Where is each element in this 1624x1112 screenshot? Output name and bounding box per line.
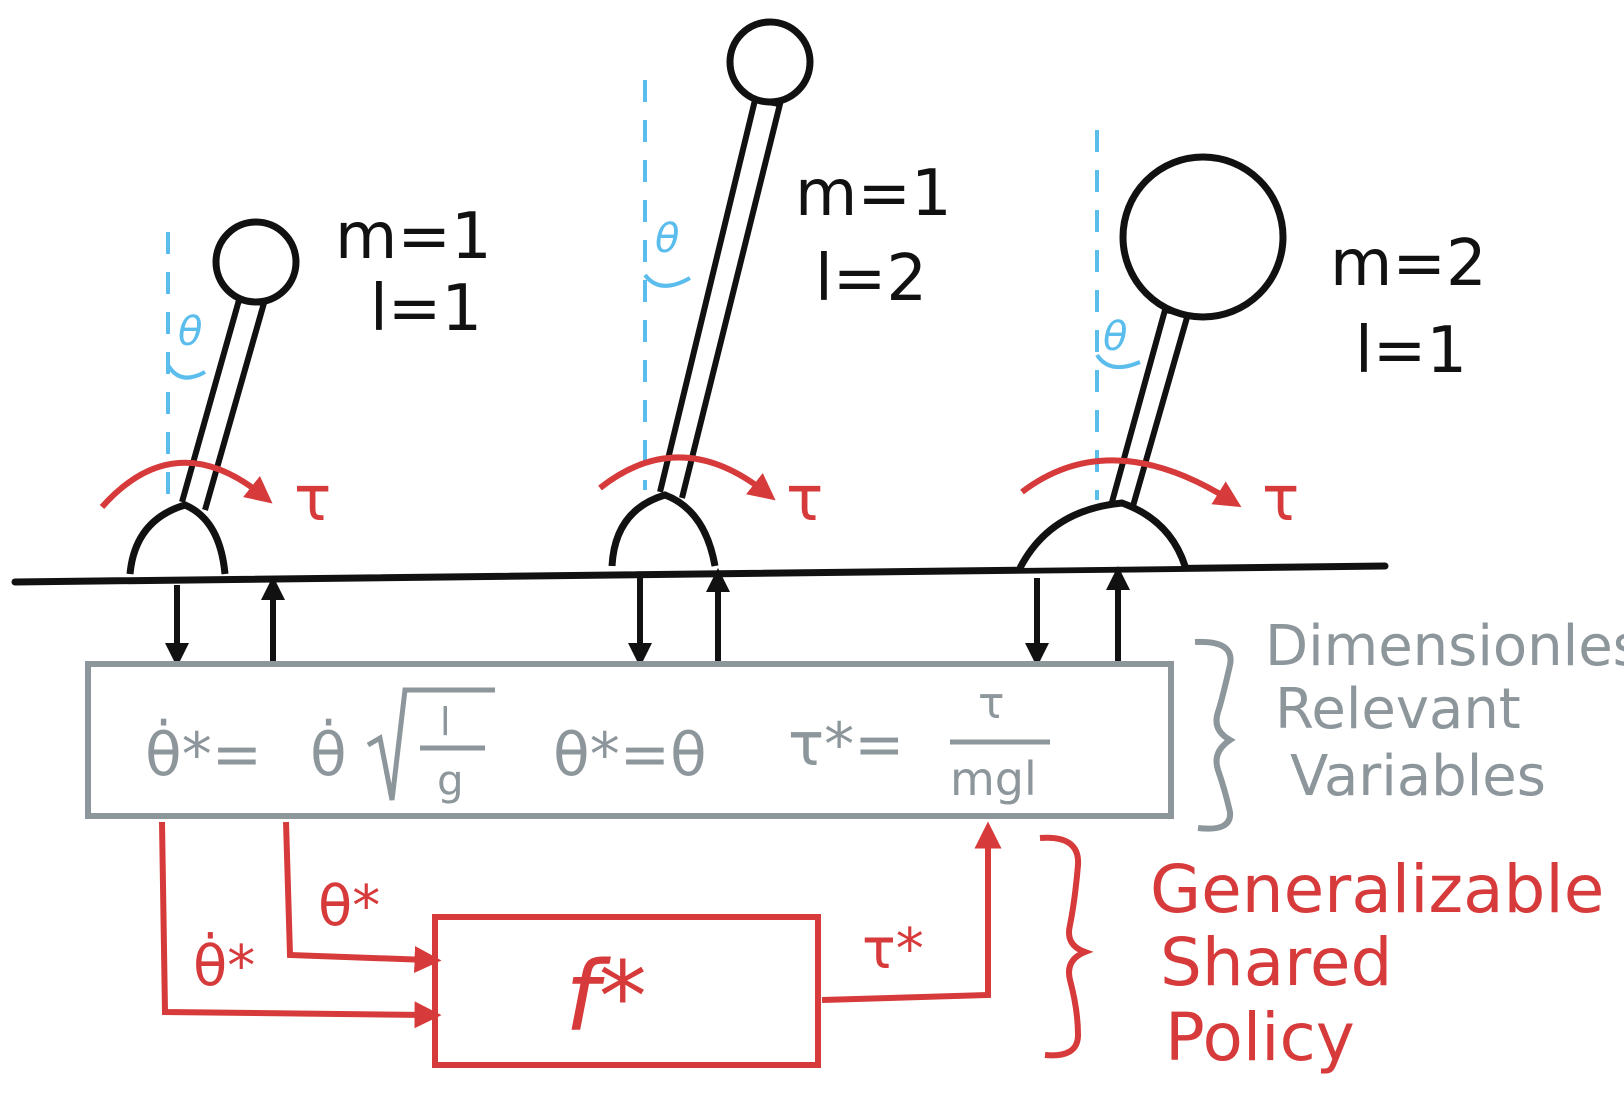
length-label-2: l=2 [815,242,927,316]
red-curly-brace [1039,834,1094,1059]
policy-caption-line-1: Generalizable [1150,851,1604,928]
pendulum-2: θ τ m=1 l=2 [598,18,952,567]
input-theta-label: θ* [318,874,380,939]
eq-theta: θ*=θ [553,720,707,790]
sqrt-numerator: l [440,700,451,744]
bob-1 [212,218,300,306]
length-label-1: l=1 [370,272,482,346]
policy: f* θ̇* θ* τ* [159,821,1002,1068]
dimensionless-caption-line-1: Dimensionless [1265,614,1624,679]
dimensionless-caption-line-2: Relevant [1275,677,1521,742]
pendulum-3: θ τ m=2 l=1 [1016,130,1487,570]
eq-thetadot-rhs: θ̇ [310,718,347,790]
angle-arc-2 [643,273,691,288]
dimensionless-box: θ̇*= θ̇ l g θ*=θ τ*= τ mgl [85,661,1174,819]
length-label-3: l=1 [1355,314,1467,388]
pivot-2 [608,491,719,567]
rod-2 [657,96,784,499]
eq-tau-numerator: τ [978,678,1005,729]
torque-arrow-3 [1020,457,1242,508]
mass-label-1: m=1 [335,200,492,274]
gray-curly-brace [1194,638,1236,832]
angle-label-1: θ [178,309,202,355]
torque-label-3: τ [1262,462,1299,535]
angle-arc-1 [166,363,206,380]
input-thetadot-label: θ̇* [193,932,255,999]
mass-label-2: m=1 [795,157,952,231]
eq-tau-lhs: τ*= [788,710,904,780]
red-wire-thetadot [159,821,442,1029]
output-tau-label: τ* [862,917,924,982]
bob-3 [1119,153,1287,321]
policy-box [432,914,821,1068]
angle-label-3: θ [1103,314,1127,360]
torque-arrow-2 [598,454,776,501]
sqrt-sign [366,687,495,801]
io-arrows [165,566,1130,667]
pendulum-1: θ τ m=1 l=1 [99,200,492,575]
ground-line [11,562,1389,586]
pivot-3 [1016,499,1189,570]
eq-thetadot-lhs: θ̇*= [145,718,262,790]
policy-caption-line-2: Shared [1160,924,1392,1001]
red-wire-tau-out [821,821,1002,1003]
policy-box-label: f* [565,941,647,1053]
mass-label-3: m=2 [1330,227,1487,301]
angle-label-2: θ [655,216,679,262]
eq-tau-denominator: mgl [950,752,1037,806]
dimensionless-box-frame [85,661,1174,819]
policy-caption-line-3: Policy [1165,999,1355,1076]
torque-arrow-1 [99,459,273,509]
red-wire-theta [283,821,442,974]
torque-label-2: τ [786,462,823,535]
bob-2 [726,18,814,106]
sqrt-denominator: g [437,756,464,805]
angle-arc-3 [1095,353,1141,370]
torque-label-1: τ [294,462,331,535]
pivot-1 [126,501,229,575]
dimensionless-caption-line-3: Variables [1290,744,1546,809]
